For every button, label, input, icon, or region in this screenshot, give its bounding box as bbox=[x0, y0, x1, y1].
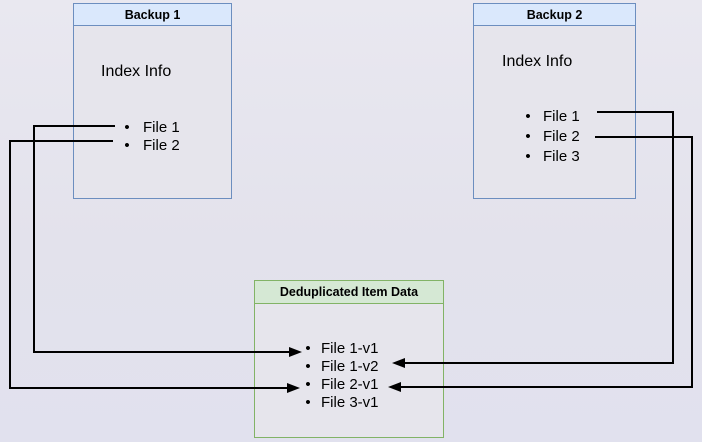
backup2-box: Backup 2 Index Info • File 1 • File 2 • … bbox=[473, 3, 636, 199]
file-label: File 1 bbox=[143, 118, 180, 136]
bullet-icon: • bbox=[525, 147, 531, 165]
file-version-label: File 1-v2 bbox=[321, 357, 379, 375]
list-item: • File 2-v1 bbox=[255, 375, 443, 393]
bullet-icon: • bbox=[305, 393, 311, 411]
list-item: • File 1-v1 bbox=[255, 339, 443, 357]
backup1-box: Backup 1 Index Info • File 1 • File 2 bbox=[73, 3, 232, 199]
list-item: • File 2 bbox=[474, 126, 635, 146]
file-version-label: File 1-v1 bbox=[321, 339, 379, 357]
list-item: • File 1-v2 bbox=[255, 357, 443, 375]
backup1-header: Backup 1 bbox=[74, 4, 231, 26]
deduplicated-item-data-box: Deduplicated Item Data • File 1-v1 • Fil… bbox=[254, 280, 444, 438]
backup2-title: Backup 2 bbox=[526, 7, 583, 22]
backup2-file-list: • File 1 • File 2 • File 3 bbox=[474, 106, 635, 166]
deduplicated-item-data-title: Deduplicated Item Data bbox=[279, 285, 419, 299]
backup1-index-info-label: Index Info bbox=[101, 63, 172, 80]
file-label: File 2 bbox=[543, 127, 580, 145]
bullet-icon: • bbox=[525, 107, 531, 125]
bullet-icon: • bbox=[124, 118, 130, 136]
deduplicated-file-list: • File 1-v1 • File 1-v2 • File 2-v1 • Fi… bbox=[255, 339, 443, 411]
list-item: • File 2 bbox=[74, 136, 231, 154]
backup1-file-list: • File 1 • File 2 bbox=[74, 118, 231, 154]
bullet-icon: • bbox=[305, 339, 311, 357]
list-item: • File 1 bbox=[474, 106, 635, 126]
bullet-icon: • bbox=[525, 127, 531, 145]
bullet-icon: • bbox=[305, 375, 311, 393]
bullet-icon: • bbox=[124, 136, 130, 154]
list-item: • File 1 bbox=[74, 118, 231, 136]
list-item: • File 3-v1 bbox=[255, 393, 443, 411]
deduplicated-item-data-header: Deduplicated Item Data bbox=[255, 281, 443, 304]
file-label: File 3 bbox=[543, 147, 580, 165]
file-version-label: File 2-v1 bbox=[321, 375, 379, 393]
backup2-index-info-label: Index Info bbox=[502, 53, 573, 70]
list-item: • File 3 bbox=[474, 146, 635, 166]
bullet-icon: • bbox=[305, 357, 311, 375]
backup2-header: Backup 2 bbox=[474, 4, 635, 26]
file-label: File 2 bbox=[143, 136, 180, 154]
file-version-label: File 3-v1 bbox=[321, 393, 379, 411]
file-label: File 1 bbox=[543, 107, 580, 125]
backup1-title: Backup 1 bbox=[124, 7, 181, 22]
